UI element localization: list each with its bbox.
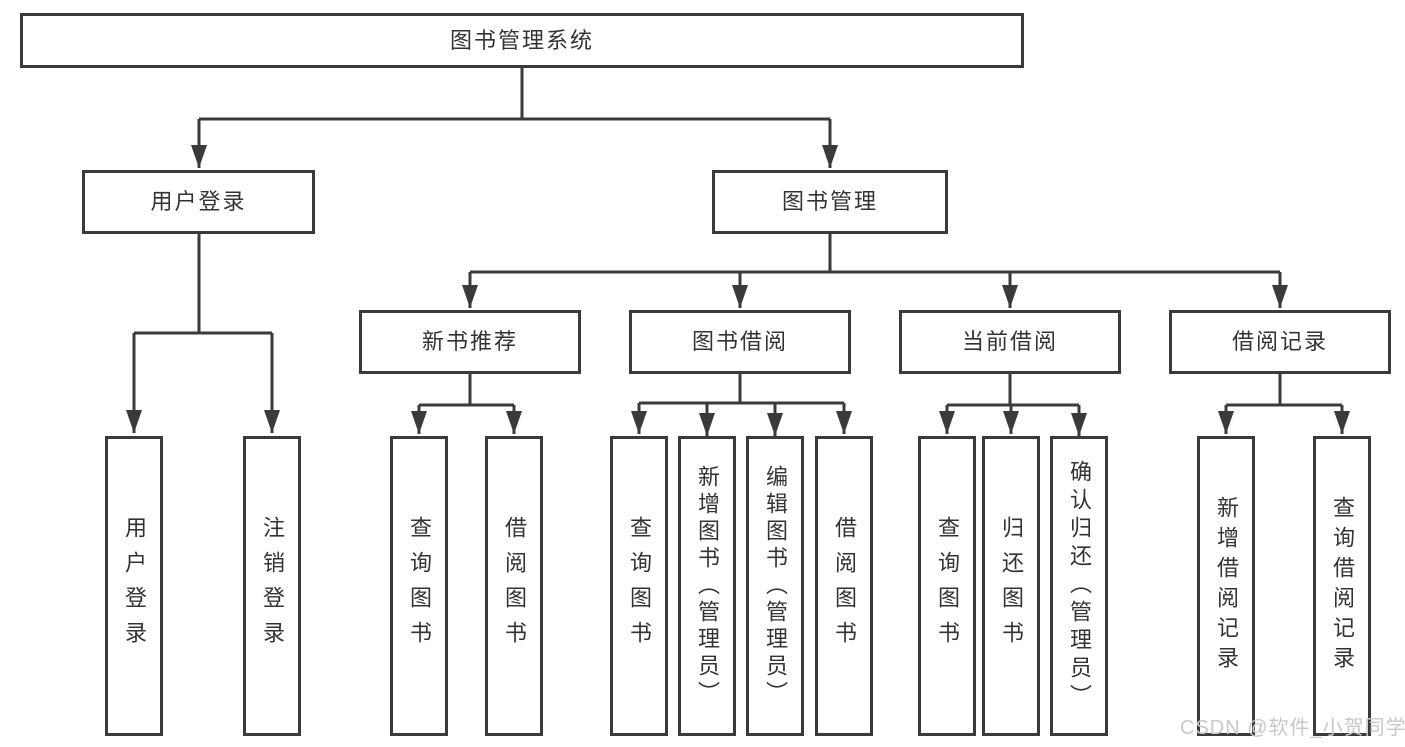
node-book-borrowing: 图书借阅: [629, 310, 851, 374]
leaf-query-books-current: 查询图书: [918, 436, 976, 736]
node-root-library-system: 图书管理系统: [20, 13, 1024, 68]
leaf-query-books-recommend: 查询图书: [390, 436, 448, 736]
connector-book-management-stem: [470, 234, 1280, 274]
node-borrowing-records: 借阅记录: [1169, 310, 1391, 374]
node-user-login: 用户登录: [82, 170, 315, 234]
leaf-borrow-books-recommend: 借阅图书: [485, 436, 543, 736]
connector-borrowing-stem: [639, 374, 844, 405]
csdn-watermark: CSDN @软件_小贺同学: [1180, 717, 1405, 739]
leaf-query-borrow-record: 查询借阅记录: [1313, 436, 1371, 736]
connector-records-stem: [1226, 374, 1342, 407]
node-current-borrowing: 当前借阅: [899, 310, 1121, 374]
connector-current-stem: [947, 374, 1079, 407]
leaf-borrow-books: 借阅图书: [815, 436, 873, 736]
leaf-user-login: 用户登录: [105, 436, 163, 736]
leaf-confirm-return-admin: 确认归还（管理员）: [1050, 436, 1108, 736]
leaf-add-borrow-record: 新增借阅记录: [1197, 436, 1255, 736]
node-new-book-recommend: 新书推荐: [359, 310, 581, 374]
connector-recommend-stem: [419, 374, 514, 407]
leaf-logout-login: 注销登录: [243, 436, 301, 736]
connector-user-login-stem: [134, 234, 272, 335]
leaf-edit-book-admin: 编辑图书（管理员）: [746, 436, 804, 736]
connector-root-stem: [199, 68, 830, 121]
leaf-query-books-borrow: 查询图书: [610, 436, 668, 736]
leaf-return-book: 归还图书: [982, 436, 1040, 736]
node-book-management: 图书管理: [712, 170, 948, 234]
leaf-add-book-admin: 新增图书（管理员）: [678, 436, 736, 736]
